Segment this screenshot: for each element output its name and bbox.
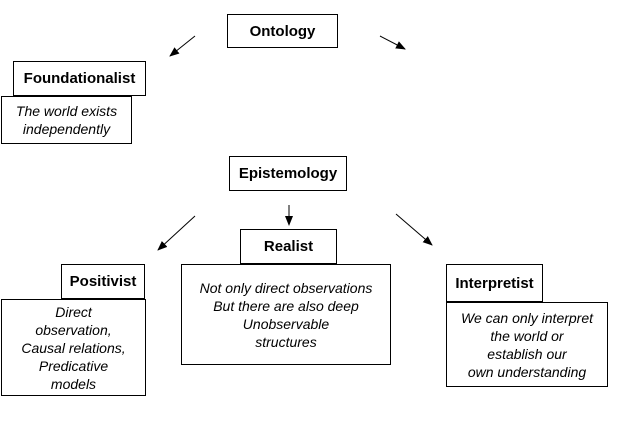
positivist-description: Direct observation, Causal relations, Pr… xyxy=(21,303,126,392)
interpretist-description: We can only interpret the world or estab… xyxy=(460,309,594,380)
arrow-ontology-to-foundationalist xyxy=(169,35,196,57)
epistemology-box: Epistemology xyxy=(229,156,347,191)
realist-box: Realist xyxy=(240,229,337,264)
positivist-label: Positivist xyxy=(69,273,137,290)
realist-description-box: Not only direct observations But there a… xyxy=(181,264,391,365)
ontology-box: Ontology xyxy=(227,14,338,48)
foundationalist-box: Foundationalist xyxy=(13,61,146,96)
positivist-box: Positivist xyxy=(61,264,145,299)
realist-label: Realist xyxy=(263,238,314,255)
arrow-ontology-right xyxy=(379,35,406,50)
positivist-description-box: Direct observation, Causal relations, Pr… xyxy=(1,299,146,396)
arrow-epistemology-to-interpretist xyxy=(395,213,433,246)
interpretist-label: Interpretist xyxy=(455,274,534,292)
foundationalist-label: Foundationalist xyxy=(23,70,136,87)
foundationalist-description: The world exists independently xyxy=(15,103,118,137)
ontology-label: Ontology xyxy=(249,22,316,40)
arrow-epistemology-to-positivist xyxy=(157,215,196,251)
foundationalist-description-box: The world exists independently xyxy=(1,96,132,144)
interpretist-description-box: We can only interpret the world or estab… xyxy=(446,302,608,387)
interpretist-box: Interpretist xyxy=(446,264,543,302)
epistemology-label: Epistemology xyxy=(238,165,338,182)
realist-description: Not only direct observations But there a… xyxy=(199,279,373,350)
